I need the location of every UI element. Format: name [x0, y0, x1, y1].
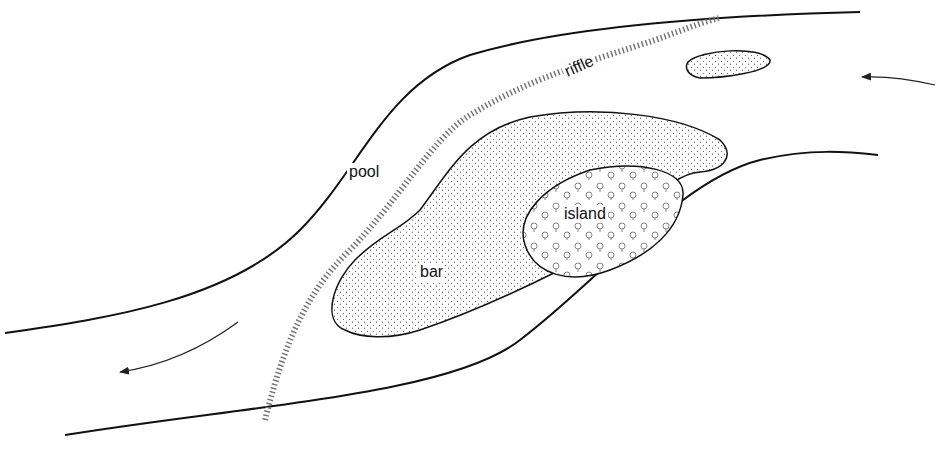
flow-arrow: [120, 322, 238, 372]
island-shape: [523, 166, 683, 277]
island-region: island: [512, 160, 688, 285]
region-label: bar: [418, 263, 445, 281]
bar-shape: [332, 112, 727, 337]
feature-label: riffle: [560, 51, 598, 81]
region-label: island: [562, 205, 608, 223]
region-label: pool: [347, 163, 381, 181]
flow-arrow: [862, 77, 935, 85]
bar-region: bar island: [328, 100, 738, 345]
small-bar: [687, 51, 771, 78]
